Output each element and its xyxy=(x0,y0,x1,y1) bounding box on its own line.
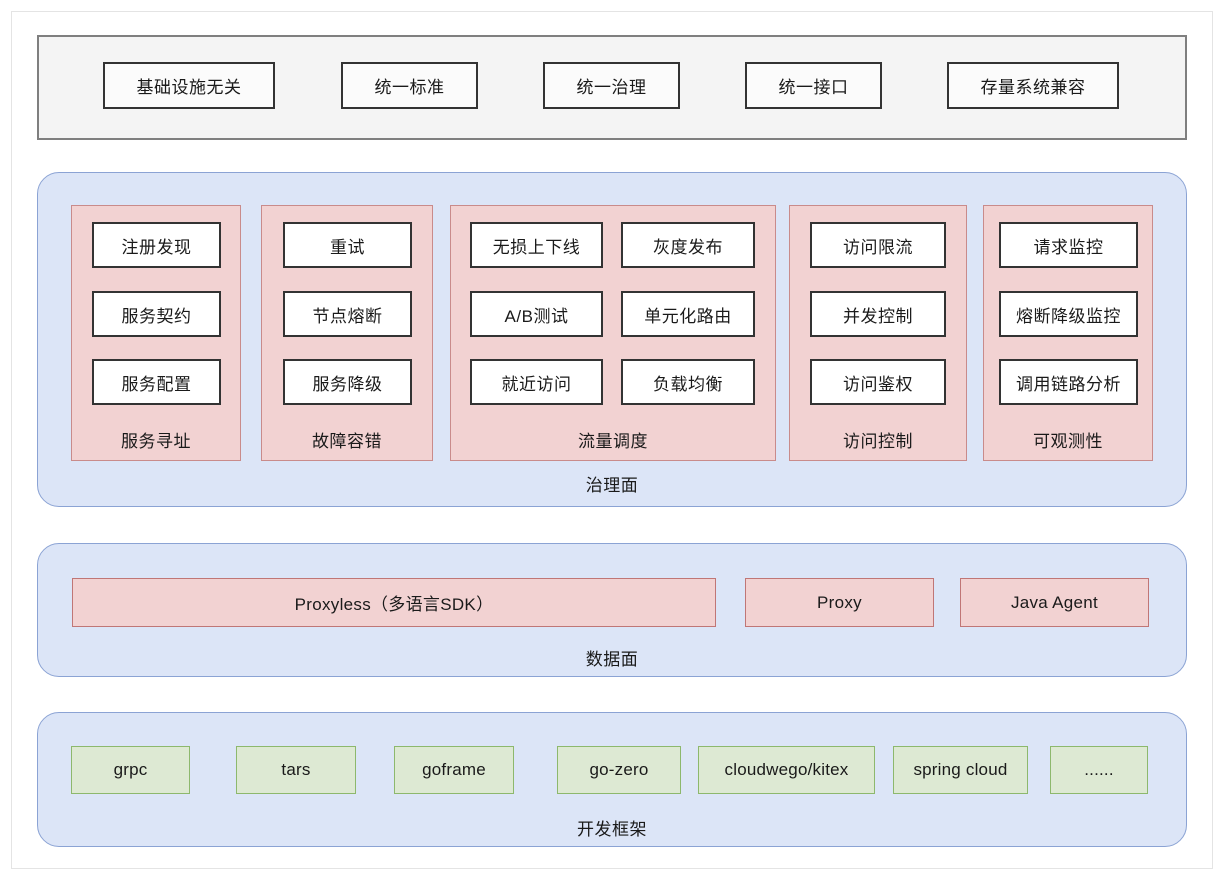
capability-label: 服务降级 xyxy=(312,374,383,394)
data-plane-label: 数据面 xyxy=(585,650,639,669)
capability-label: 注册发现 xyxy=(121,237,192,257)
capability-label: 服务配置 xyxy=(121,374,192,394)
capability-cell-3-1: 无损上下线 xyxy=(470,222,603,268)
governance-group-label: 可观测性 xyxy=(1033,432,1103,451)
framework-item-3: goframe xyxy=(394,746,514,794)
capability-cell-4-3: 访问鉴权 xyxy=(810,359,946,405)
capability-cell-2-1: 重试 xyxy=(283,222,412,268)
framework-item-4: go-zero xyxy=(557,746,681,794)
page-frame xyxy=(11,11,1213,869)
capability-label: 调用链路分析 xyxy=(1016,374,1121,394)
principle-label: 存量系统兼容 xyxy=(980,78,1086,97)
framework-item-5: cloudwego/kitex xyxy=(698,746,875,794)
capability-label: 服务契约 xyxy=(121,306,192,326)
principle-box-5: 存量系统兼容 xyxy=(947,62,1119,109)
capability-label: 灰度发布 xyxy=(653,237,723,257)
framework-item-label: go-zero xyxy=(589,760,649,779)
framework-item-label: goframe xyxy=(422,760,486,779)
principle-label: 统一标准 xyxy=(374,78,445,97)
capability-cell-3-6: 负载均衡 xyxy=(621,359,755,405)
capability-cell-5-1: 请求监控 xyxy=(999,222,1138,268)
principle-box-2: 统一标准 xyxy=(341,62,478,109)
capability-label: 单元化路由 xyxy=(644,306,732,326)
data-plane-item-label: Java Agent xyxy=(1010,592,1099,612)
data-plane-item-label: Proxy xyxy=(817,592,862,612)
framework-item-label: spring cloud xyxy=(913,760,1008,779)
framework-item-7: ...... xyxy=(1050,746,1148,794)
data-plane-item-1: Proxyless（多语言SDK） xyxy=(72,578,716,627)
governance-group-label: 故障容错 xyxy=(312,432,382,451)
capability-cell-1-1: 注册发现 xyxy=(92,222,221,268)
principle-box-1: 基础设施无关 xyxy=(103,62,275,109)
capability-label: 访问限流 xyxy=(843,237,913,257)
principle-label: 基础设施无关 xyxy=(136,78,242,97)
capability-cell-2-2: 节点熔断 xyxy=(283,291,412,337)
capability-label: 负载均衡 xyxy=(653,374,723,394)
capability-label: 重试 xyxy=(330,237,365,257)
data-plane-item-label: Proxyless（多语言SDK） xyxy=(294,595,494,614)
capability-label: 熔断降级监控 xyxy=(1016,306,1121,326)
governance-group-label: 流量调度 xyxy=(578,432,648,451)
principle-label: 统一治理 xyxy=(576,78,647,97)
framework-item-2: tars xyxy=(236,746,356,794)
capability-cell-2-3: 服务降级 xyxy=(283,359,412,405)
capability-cell-4-2: 并发控制 xyxy=(810,291,946,337)
framework-item-label: ...... xyxy=(1084,760,1114,779)
principle-box-4: 统一接口 xyxy=(745,62,882,109)
capability-cell-1-2: 服务契约 xyxy=(92,291,221,337)
framework-item-label: tars xyxy=(281,760,311,779)
governance-group-label: 服务寻址 xyxy=(121,432,191,451)
governance-plane-label: 治理面 xyxy=(585,476,639,495)
framework-item-1: grpc xyxy=(71,746,190,794)
framework-plane-label: 开发框架 xyxy=(577,820,647,839)
capability-cell-5-2: 熔断降级监控 xyxy=(999,291,1138,337)
capability-cell-4-1: 访问限流 xyxy=(810,222,946,268)
capability-label: 访问鉴权 xyxy=(843,374,913,394)
data-plane-item-3: Java Agent xyxy=(960,578,1149,627)
capability-cell-3-4: 单元化路由 xyxy=(621,291,755,337)
capability-cell-3-2: 灰度发布 xyxy=(621,222,755,268)
governance-group-label: 访问控制 xyxy=(843,432,913,451)
capability-cell-3-5: 就近访问 xyxy=(470,359,603,405)
capability-label: 并发控制 xyxy=(843,306,913,326)
capability-cell-1-3: 服务配置 xyxy=(92,359,221,405)
principle-label: 统一接口 xyxy=(778,78,849,97)
framework-item-label: cloudwego/kitex xyxy=(724,760,849,779)
capability-label: 节点熔断 xyxy=(312,306,383,326)
data-plane-item-2: Proxy xyxy=(745,578,934,627)
framework-item-label: grpc xyxy=(113,760,148,779)
capability-cell-3-3: A/B测试 xyxy=(470,291,603,337)
capability-label: 就近访问 xyxy=(501,374,572,394)
capability-label: A/B测试 xyxy=(504,306,569,326)
capability-label: 无损上下线 xyxy=(492,237,581,257)
capability-label: 请求监控 xyxy=(1033,237,1104,257)
framework-item-6: spring cloud xyxy=(893,746,1028,794)
capability-cell-5-3: 调用链路分析 xyxy=(999,359,1138,405)
principle-box-3: 统一治理 xyxy=(543,62,680,109)
